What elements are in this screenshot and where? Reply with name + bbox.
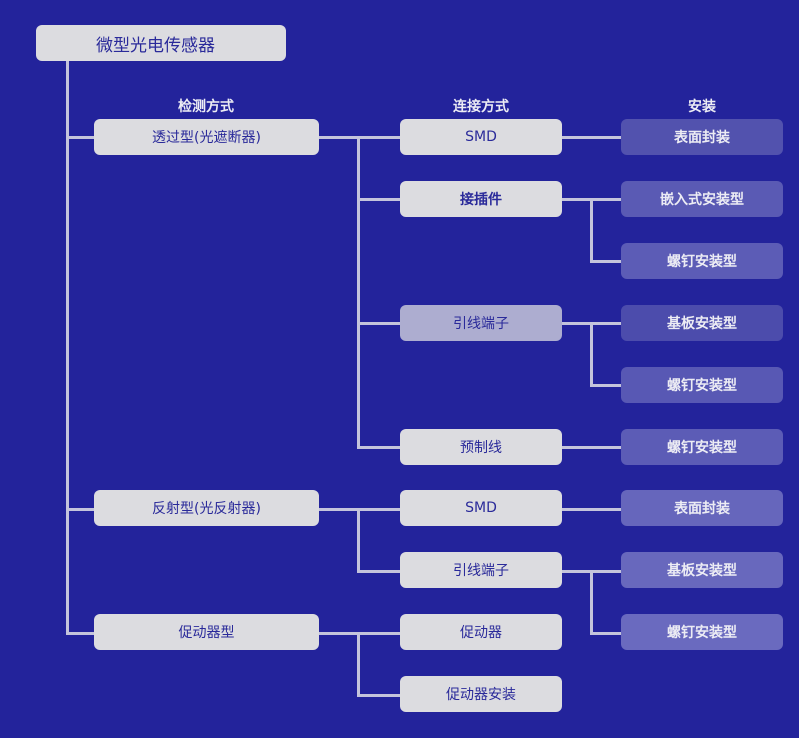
connector-line [590,322,593,387]
node-reflective[interactable]: 反射型(光反射器) [94,490,319,526]
connector-line [590,260,621,263]
node-screw-mount[interactable]: 螺钉安装型 [621,614,783,650]
connector-line [562,446,621,449]
connector-line [357,694,400,697]
node-surface-mount[interactable]: 表面封装 [621,119,783,155]
connector-line [319,632,400,635]
node-board-mount[interactable]: 基板安装型 [621,305,783,341]
connector-line [66,632,94,635]
connector-line [319,508,400,511]
connector-line [66,508,94,511]
connector-line [590,570,593,635]
connector-line [357,198,400,201]
node-lead-terminal[interactable]: 引线端子 [400,552,562,588]
node-transmissive[interactable]: 透过型(光遮断器) [94,119,319,155]
connector-line [357,322,400,325]
node-connector[interactable]: 接插件 [400,181,562,217]
connector-line [357,508,360,573]
node-smd[interactable]: SMD [400,490,562,526]
node-actuator-mount[interactable]: 促动器安装 [400,676,562,712]
connector-line [357,632,360,697]
node-smd[interactable]: SMD [400,119,562,155]
node-lead-terminal[interactable]: 引线端子 [400,305,562,341]
node-surface-mount[interactable]: 表面封装 [621,490,783,526]
node-actuator[interactable]: 促动器型 [94,614,319,650]
root-node[interactable]: 微型光电传感器 [36,25,286,61]
header-connect: 连接方式 [453,99,509,115]
header-detect: 检测方式 [178,99,234,115]
node-screw-mount[interactable]: 螺钉安装型 [621,367,783,403]
node-actuator-part[interactable]: 促动器 [400,614,562,650]
node-embedded-mount[interactable]: 嵌入式安装型 [621,181,783,217]
node-prewired[interactable]: 预制线 [400,429,562,465]
node-board-mount[interactable]: 基板安装型 [621,552,783,588]
node-screw-mount[interactable]: 螺钉安装型 [621,243,783,279]
connector-line [66,61,69,634]
connector-line [590,198,593,263]
connector-line [590,632,621,635]
connector-line [562,508,621,511]
connector-line [357,446,400,449]
connector-line [357,570,400,573]
connector-line [357,136,360,449]
header-install: 安装 [688,99,716,115]
connector-line [562,136,621,139]
connector-line [319,136,400,139]
connector-line [66,136,94,139]
connector-line [590,384,621,387]
node-screw-mount[interactable]: 螺钉安装型 [621,429,783,465]
